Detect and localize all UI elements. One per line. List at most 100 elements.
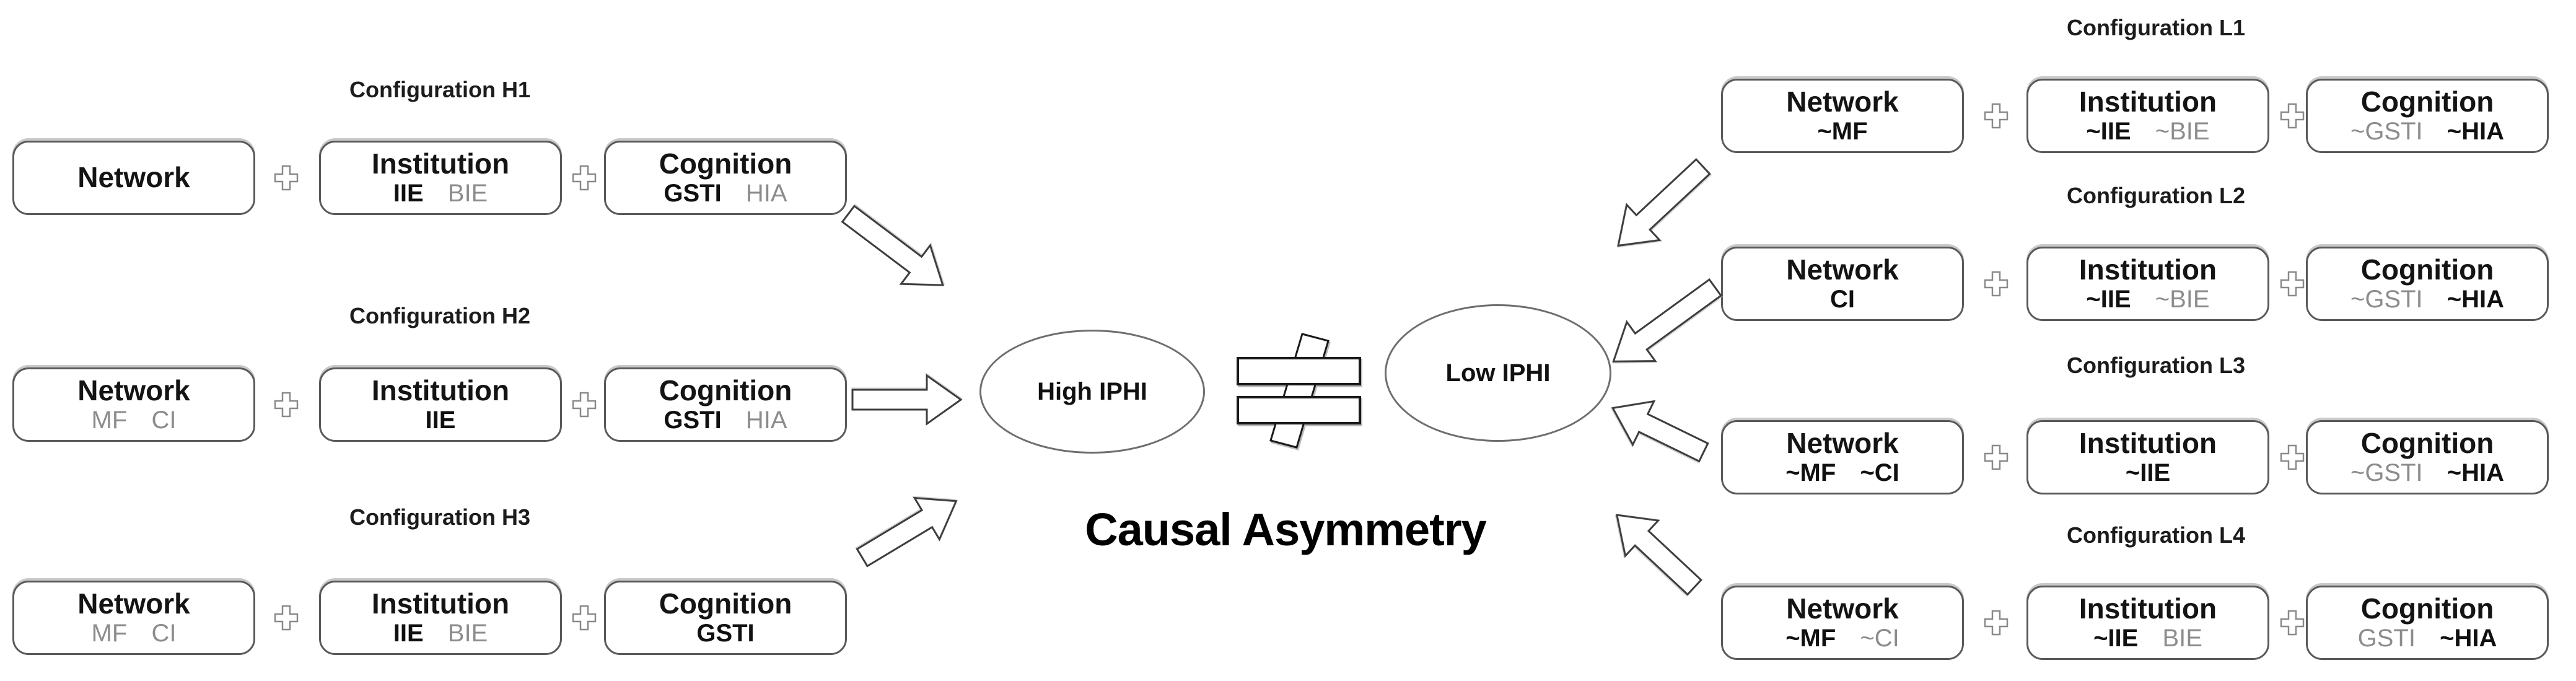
condition-token: HIA — [745, 179, 787, 207]
condition-token: BIE — [447, 619, 488, 647]
box-title: Cognition — [2360, 427, 2494, 460]
condition-token: ~MF — [1817, 117, 1868, 145]
condition-token: CI — [1830, 285, 1855, 313]
condition-token: ~HIA — [2447, 459, 2505, 486]
plus-icon — [1984, 271, 2009, 297]
arrow-l3-to-low-iphi — [1611, 400, 1709, 463]
config-h3-box-cognition: Cognition GSTI — [604, 581, 847, 655]
box-title: Network — [1786, 592, 1899, 625]
condition-token: ~IIE — [2086, 285, 2131, 313]
box-title: Institution — [2079, 427, 2217, 460]
condition-token: ~IIE — [2125, 459, 2171, 486]
box-conditions: CI — [1821, 286, 1864, 313]
condition-token: MF — [91, 619, 128, 647]
config-h1-box-network: Network — [12, 141, 255, 215]
condition-token: ~GSTI — [2350, 285, 2423, 313]
box-title: Institution — [371, 147, 510, 180]
condition-token: ~GSTI — [2350, 117, 2423, 145]
config-l1-box-institution: Institution ~IIE ~BIE — [2026, 79, 2269, 153]
box-title: Network — [1786, 427, 1899, 460]
box-conditions: ~IIE ~BIE — [2077, 118, 2218, 145]
box-conditions: ~GSTI ~HIA — [2342, 118, 2513, 145]
config-l1-box-network: Network ~MF — [1721, 79, 1964, 153]
plus-icon — [2280, 271, 2305, 297]
condition-token: IIE — [425, 406, 456, 434]
condition-token: CI — [151, 619, 177, 647]
plus-icon — [2280, 103, 2305, 129]
condition-token: GSTI — [664, 179, 722, 207]
arrow-l4-to-low-iphi — [1615, 514, 1702, 596]
config-title-l2: Configuration L2 — [2067, 183, 2245, 208]
config-l2-box-institution: Institution ~IIE ~BIE — [2026, 247, 2269, 321]
box-conditions: GSTI ~HIA — [2349, 625, 2506, 652]
condition-token: MF — [91, 406, 128, 434]
condition-token: ~CI — [1860, 624, 1899, 652]
box-title: Cognition — [659, 147, 792, 180]
box-conditions: GSTI HIA — [655, 406, 795, 434]
not-equal-icon — [1237, 333, 1361, 449]
condition-token: ~CI — [1860, 459, 1899, 486]
plus-icon — [1984, 103, 2009, 129]
plus-icon — [572, 392, 597, 418]
box-title: Institution — [2079, 253, 2217, 286]
config-h3-box-institution: Institution IIE BIE — [319, 581, 562, 655]
box-conditions: MF CI — [83, 620, 185, 647]
box-title: Cognition — [2360, 86, 2494, 118]
config-l3-box-cognition: Cognition ~GSTI ~HIA — [2306, 420, 2549, 494]
high-iphi-label: High IPHI — [1037, 377, 1147, 405]
box-conditions: ~IIE BIE — [2085, 625, 2211, 652]
config-l1-box-cognition: Cognition ~GSTI ~HIA — [2306, 79, 2549, 153]
condition-token: HIA — [745, 406, 787, 434]
box-conditions: ~GSTI ~HIA — [2342, 459, 2513, 486]
config-l4-box-cognition: Cognition GSTI ~HIA — [2306, 586, 2549, 660]
condition-token: ~MF — [1785, 624, 1836, 652]
arrow-h2-to-high-iphi — [851, 374, 963, 426]
box-title: Cognition — [659, 374, 792, 407]
condition-token: GSTI — [696, 619, 755, 647]
box-conditions: GSTI — [688, 620, 763, 647]
condition-token: IIE — [393, 619, 424, 647]
config-h2-box-institution: Institution IIE — [319, 367, 562, 442]
config-h2-box-cognition: Cognition GSTI HIA — [604, 367, 847, 442]
condition-token: ~IIE — [2093, 624, 2139, 652]
high-iphi-node: High IPHI — [979, 330, 1205, 454]
box-title: Cognition — [2360, 592, 2494, 625]
box-title: Cognition — [2360, 253, 2494, 286]
condition-token: ~GSTI — [2350, 459, 2423, 486]
condition-token: IIE — [393, 179, 424, 207]
box-conditions: ~MF ~CI — [1777, 625, 1908, 652]
condition-token: BIE — [447, 179, 488, 207]
box-title: Institution — [371, 374, 510, 407]
config-h1-box-institution: Institution IIE BIE — [319, 141, 562, 215]
condition-token: ~IIE — [2086, 117, 2131, 145]
box-conditions: ~GSTI ~HIA — [2342, 286, 2513, 313]
config-title-h3: Configuration H3 — [349, 504, 530, 530]
low-iphi-label: Low IPHI — [1445, 359, 1551, 387]
condition-token: BIE — [2162, 624, 2202, 652]
condition-token: ~HIA — [2447, 285, 2505, 313]
config-l2-box-network: Network CI — [1721, 247, 1964, 321]
config-title-l4: Configuration L4 — [2067, 522, 2245, 548]
condition-token: ~MF — [1785, 459, 1836, 486]
condition-token: CI — [151, 406, 177, 434]
box-conditions: ~MF ~CI — [1777, 459, 1908, 486]
condition-token: GSTI — [2357, 624, 2416, 652]
config-h1-box-cognition: Cognition GSTI HIA — [604, 141, 847, 215]
plus-icon — [274, 165, 299, 191]
plus-icon — [572, 165, 597, 191]
box-conditions: IIE BIE — [385, 180, 497, 207]
config-l2-box-cognition: Cognition ~GSTI ~HIA — [2306, 247, 2549, 321]
box-title: Institution — [2079, 592, 2217, 625]
config-title-l3: Configuration L3 — [2067, 353, 2245, 378]
arrow-l2-to-low-iphi — [1612, 278, 1723, 362]
box-title: Network — [77, 374, 190, 407]
config-l4-box-network: Network ~MF ~CI — [1721, 586, 1964, 660]
figure-caption: Causal Asymmetry — [1085, 504, 1487, 555]
condition-token: ~BIE — [2155, 117, 2210, 145]
box-title: Institution — [371, 587, 510, 620]
condition-token: ~HIA — [2447, 117, 2505, 145]
arrow-l1-to-low-iphi — [1617, 158, 1711, 247]
plus-icon — [274, 392, 299, 418]
config-title-l1: Configuration L1 — [2067, 15, 2245, 40]
